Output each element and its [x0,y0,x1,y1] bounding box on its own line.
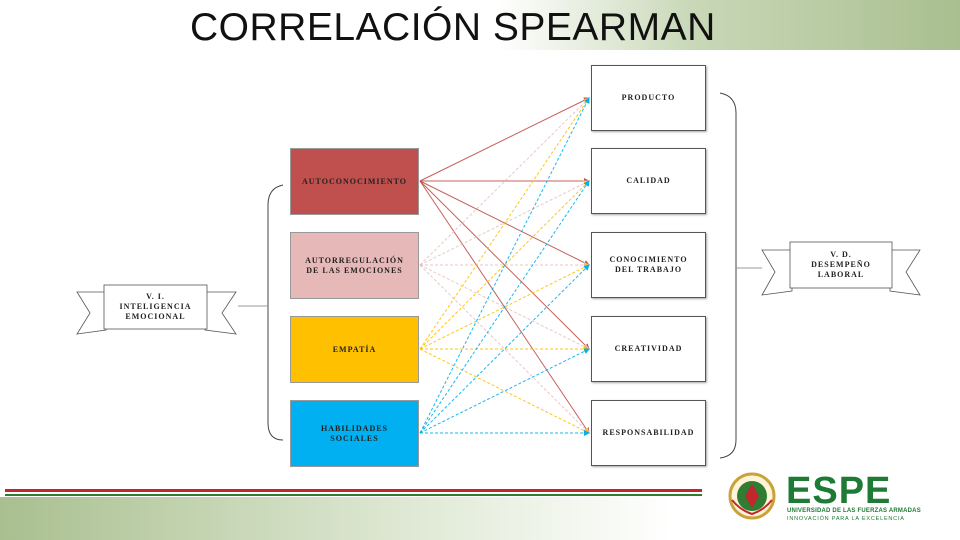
footer-green-stripe [5,494,702,496]
link-3-0 [419,97,590,434]
link-3-1 [419,180,590,434]
espe-subtitle: UNIVERSIDAD DE LAS FUERZAS ARMADAS [787,508,921,514]
vd-label: V. D. DESEMPEÑO LABORAL [811,250,871,279]
link-2-4 [419,348,590,434]
espe-tagline: INNOVACIÓN PARA LA EXCELENCIA [787,516,905,522]
vi-label: V. I. INTELIGENCIA EMOCIONAL [119,292,192,321]
correlation-links [419,97,590,436]
dimension-autoconocimiento: AUTOCONOCIMIENTO [290,148,419,215]
dimension-empatia: EMPATÍA [290,316,419,383]
dimension-calidad: CALIDAD [591,148,706,214]
dimension-conocimiento-del-trabajo: CONOCIMIENTO DEL TRABAJO [591,232,706,298]
link-2-0 [419,97,590,350]
link-1-1 [419,180,590,266]
dimension-creatividad: CREATIVIDAD [591,316,706,382]
dimension-habilidades-sociales: HABILIDADES SOCIALES [290,400,419,467]
dimension-responsabilidad: RESPONSABILIDAD [591,400,706,466]
link-1-3 [419,264,590,350]
footer-red-stripe [5,489,702,492]
espe-logo: ESPE UNIVERSIDAD DE LAS FUERZAS ARMADAS … [726,470,946,522]
university-seal-icon [728,472,776,520]
right-brace [719,92,737,459]
dimension-producto: PRODUCTO [591,65,706,131]
vd-banner [761,241,921,296]
link-1-0 [419,97,590,266]
espe-wordmark: ESPE [786,470,892,512]
dimension-autorregulacion: AUTORREGULACIÓN DE LAS EMOCIONES [290,232,419,299]
title-background-band [0,0,960,50]
footer-background-band [0,497,960,540]
slide-title: CORRELACIÓN SPEARMAN [190,6,716,49]
link-3-3 [419,348,590,434]
link-0-3 [419,180,590,350]
vi-banner [76,284,237,335]
left-brace [267,184,284,441]
link-2-2 [419,264,590,350]
link-0-0 [419,97,590,182]
